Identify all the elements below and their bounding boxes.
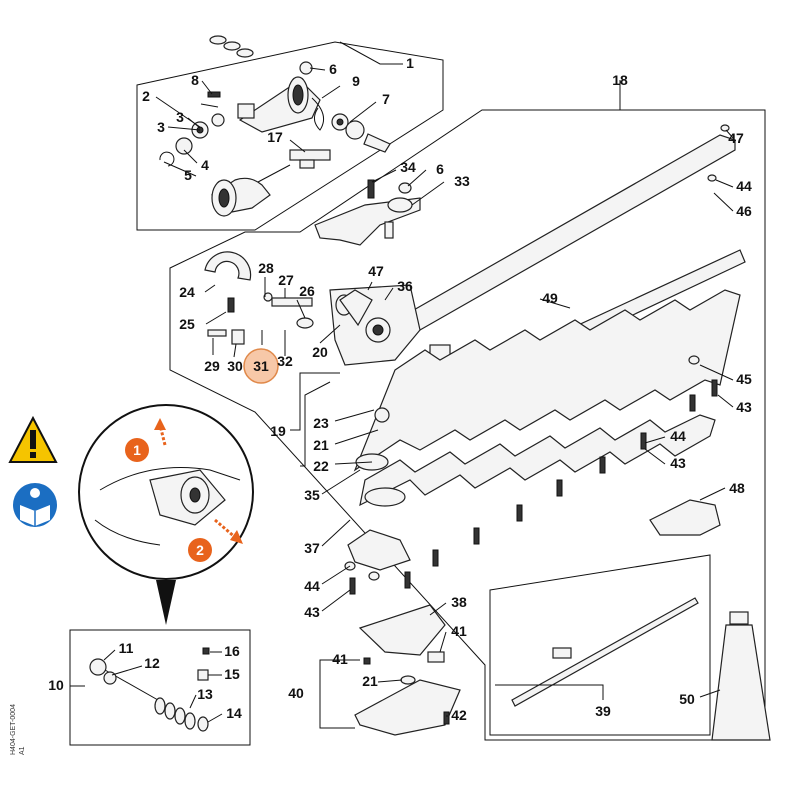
callout-label: 28 (258, 260, 274, 276)
callout-label: 9 (352, 73, 360, 89)
callout-label: 29 (204, 358, 220, 374)
callout-label: 7 (382, 91, 390, 107)
group-box-10 (69, 629, 251, 746)
callout-label: 27 (278, 272, 294, 288)
blade-guard (649, 499, 721, 536)
callout-label: 48 (729, 480, 745, 496)
callout-label: 13 (197, 686, 213, 702)
callout-label: 33 (454, 173, 470, 189)
callout-label: 3 (157, 119, 165, 135)
callout-label: 3 (176, 109, 184, 125)
revision-code: A1 (19, 746, 26, 755)
callout-label: 49 (542, 290, 558, 306)
callout-label: 22 (313, 458, 329, 474)
detail-step-number: 1 (133, 442, 141, 458)
callout-label: 2 (142, 88, 150, 104)
group-box-39 (489, 554, 711, 736)
callout-label: 5 (184, 167, 192, 183)
callout-label: 43 (670, 455, 686, 471)
clamp-parts (204, 251, 314, 345)
detail-step-number: 2 (196, 542, 204, 558)
gear-cover (354, 604, 461, 736)
callout-label: 17 (267, 129, 283, 145)
callout-label: 44 (736, 178, 752, 194)
highlight-circle (243, 348, 279, 384)
shaft-assembly (89, 647, 210, 732)
callout-label: 32 (277, 353, 293, 369)
callout-label: 24 (179, 284, 195, 300)
callout-label: 10 (48, 677, 64, 693)
gear-assembly (159, 35, 391, 217)
callout-label: 43 (736, 399, 752, 415)
callout-label: 38 (451, 594, 467, 610)
callout-label: 45 (736, 371, 752, 387)
fasteners (344, 124, 730, 595)
callout-label: 20 (312, 344, 328, 360)
scabbard-strip (511, 597, 699, 707)
callout-label: 6 (436, 161, 444, 177)
callout-label: 44 (670, 428, 686, 444)
callout-label: 41 (451, 623, 467, 639)
callout-label: 25 (179, 316, 195, 332)
grease-tube (711, 611, 771, 741)
callout-label: 31 (253, 358, 269, 374)
callout-label: 47 (368, 263, 384, 279)
callout-label: 18 (612, 72, 628, 88)
callout-label: 26 (299, 283, 315, 299)
callout-label: 42 (451, 707, 467, 723)
callout-label: 23 (313, 415, 329, 431)
callout-label: 40 (288, 685, 304, 701)
callout-label: 47 (728, 130, 744, 146)
callout-label: 35 (304, 487, 320, 503)
callout-label: 12 (144, 655, 160, 671)
callout-label: 43 (304, 604, 320, 620)
callout-label: 11 (119, 640, 134, 656)
callout-label: 21 (313, 437, 329, 453)
callout-label: 14 (226, 705, 242, 721)
warning-icon (8, 415, 58, 463)
callout-label: 37 (304, 540, 320, 556)
read-manual-icon (13, 483, 57, 527)
callout-label: 41 (332, 651, 348, 667)
callout-label: 46 (736, 203, 752, 219)
callout-label: 44 (304, 578, 320, 594)
callout-label: 1 (406, 55, 414, 71)
callout-label: 19 (270, 423, 286, 439)
callout-label: 6 (329, 61, 337, 77)
callout-label: 30 (227, 358, 243, 374)
leader-lines (70, 41, 735, 729)
callout-label: 34 (400, 159, 416, 175)
detail-view (78, 404, 254, 625)
drawing-code: H404-GET-0004 (10, 704, 17, 755)
handle-assembly (314, 179, 421, 246)
callout-label: 39 (595, 703, 611, 719)
callout-label: 36 (397, 278, 413, 294)
strip-clip (552, 647, 572, 659)
callout-label: 16 (224, 643, 240, 659)
group-box-1 (136, 41, 444, 231)
callout-label: 4 (201, 157, 209, 173)
callout-label: 21 (362, 673, 378, 689)
drawing-code-group: H404-GET-0004 A1 (10, 704, 26, 755)
callout-label: 8 (191, 72, 199, 88)
callout-label: 50 (679, 691, 695, 707)
callout-label: 15 (224, 666, 240, 682)
